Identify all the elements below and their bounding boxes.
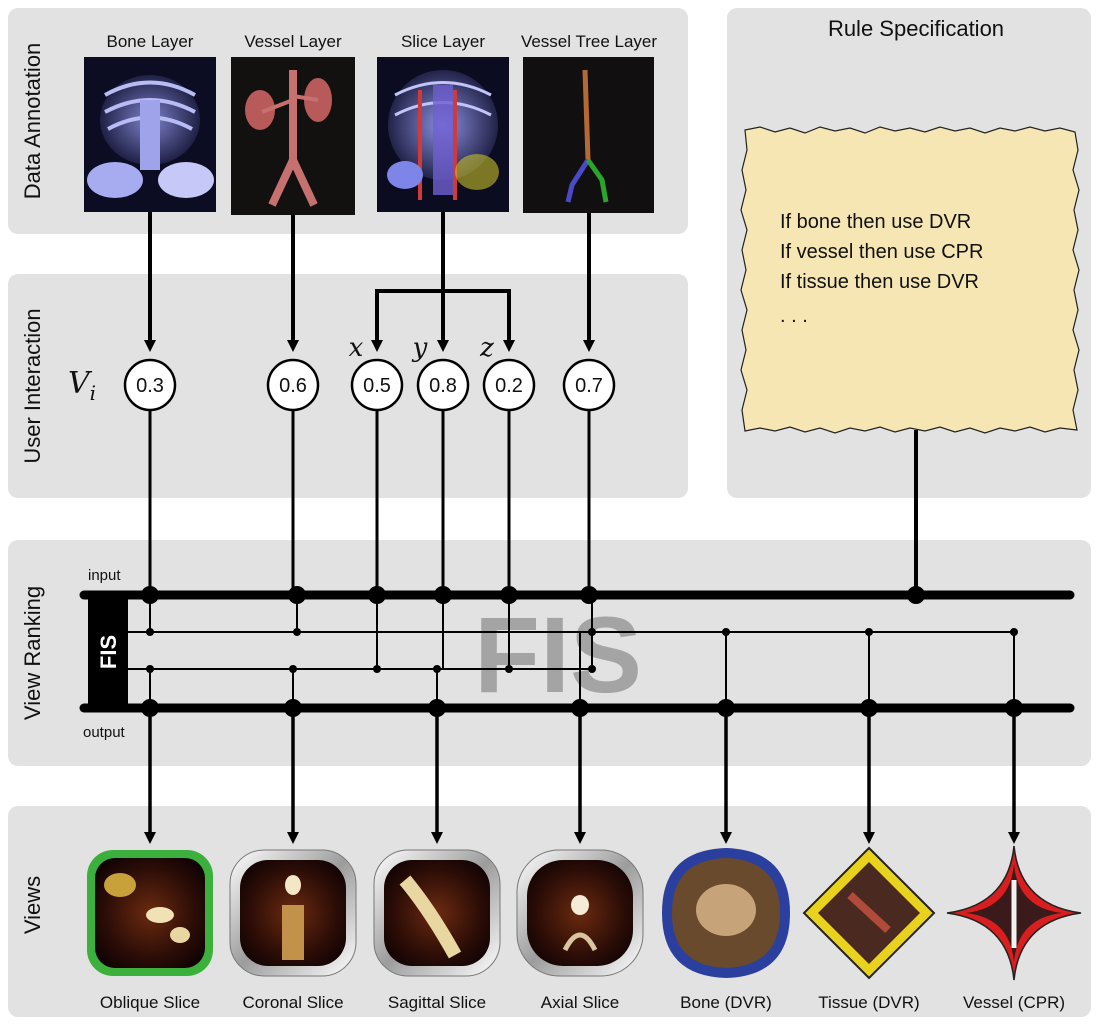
axis-label-x: x <box>349 333 364 363</box>
view-label-bone-dvr: Bone (DVR) <box>680 993 772 1012</box>
svg-text:0.6: 0.6 <box>279 375 307 397</box>
section-label-views: Views <box>20 876 45 934</box>
view-label-oblique: Oblique Slice <box>100 993 200 1012</box>
value-node-slice-z[interactable]: 0.2 <box>482 358 536 412</box>
slice-render-thumbnail <box>377 57 509 212</box>
axis-label-y: y <box>412 333 428 363</box>
section-label-view-ranking: View Ranking <box>20 586 45 720</box>
input-bus-junctions <box>141 586 925 604</box>
svg-text:0.2: 0.2 <box>495 375 523 397</box>
fis-input-label: input <box>88 567 121 584</box>
value-node-bone[interactable]: 0.3 <box>123 358 177 412</box>
layer-label-vessel-tree: Vessel Tree Layer <box>521 32 657 51</box>
view-tissue-dvr[interactable] <box>802 846 936 980</box>
fis-watermark: FIS <box>474 594 642 715</box>
fis-box <box>88 596 128 708</box>
section-label-user-interaction: User Interaction <box>20 308 45 463</box>
view-axial-slice[interactable] <box>516 849 644 977</box>
svg-text:0.7: 0.7 <box>575 375 603 397</box>
fis-box-label: FIS <box>96 635 121 669</box>
rule-line-1: If bone then use DVR <box>780 211 971 233</box>
view-oblique-slice[interactable] <box>87 850 213 976</box>
vessel-tree-thumbnail <box>523 57 654 213</box>
panel-user-interaction <box>8 274 688 498</box>
view-label-coronal: Coronal Slice <box>242 993 343 1012</box>
fis-output-label: output <box>83 724 126 741</box>
node-to-input-lines <box>148 409 591 595</box>
svg-text:0.5: 0.5 <box>363 375 391 397</box>
vi-label: Vi <box>68 366 96 405</box>
view-label-sagittal: Sagittal Slice <box>388 993 486 1012</box>
view-label-vessel-cpr: Vessel (CPR) <box>963 993 1065 1012</box>
svg-text:0.3: 0.3 <box>136 375 164 397</box>
section-label-data-annotation: Data Annotation <box>20 43 45 200</box>
rule-line-3: If tissue then use DVR <box>780 271 979 293</box>
layer-label-bone: Bone Layer <box>107 32 194 51</box>
view-vessel-cpr[interactable] <box>946 845 1082 981</box>
value-node-vessel[interactable]: 0.6 <box>266 358 320 412</box>
rule-line-2: If vessel then use CPR <box>780 241 983 263</box>
view-bone-dvr[interactable] <box>662 848 790 978</box>
value-node-vessel-tree[interactable]: 0.7 <box>562 358 616 412</box>
output-to-view-arrows <box>144 708 1020 844</box>
rule-note-paper <box>740 126 1080 434</box>
view-label-axial: Axial Slice <box>541 993 619 1012</box>
view-sagittal-slice[interactable] <box>373 849 501 977</box>
value-node-slice-y[interactable]: 0.8 <box>416 358 470 412</box>
layer-to-node-arrows <box>144 212 595 352</box>
svg-text:0.8: 0.8 <box>429 375 457 397</box>
rule-specification-title: Rule Specification <box>828 16 1004 41</box>
view-label-tissue-dvr: Tissue (DVR) <box>818 993 919 1012</box>
bone-render-thumbnail <box>84 57 216 212</box>
value-node-slice-x[interactable]: 0.5 <box>350 358 404 412</box>
vessel-render-thumbnail <box>231 57 355 215</box>
layer-label-slice: Slice Layer <box>401 32 485 51</box>
fis-small-junctions <box>146 628 1018 673</box>
layer-label-vessel: Vessel Layer <box>244 32 342 51</box>
rule-line-4: . . . <box>780 305 808 327</box>
view-coronal-slice[interactable] <box>229 849 357 977</box>
axis-label-z: z <box>479 333 494 363</box>
